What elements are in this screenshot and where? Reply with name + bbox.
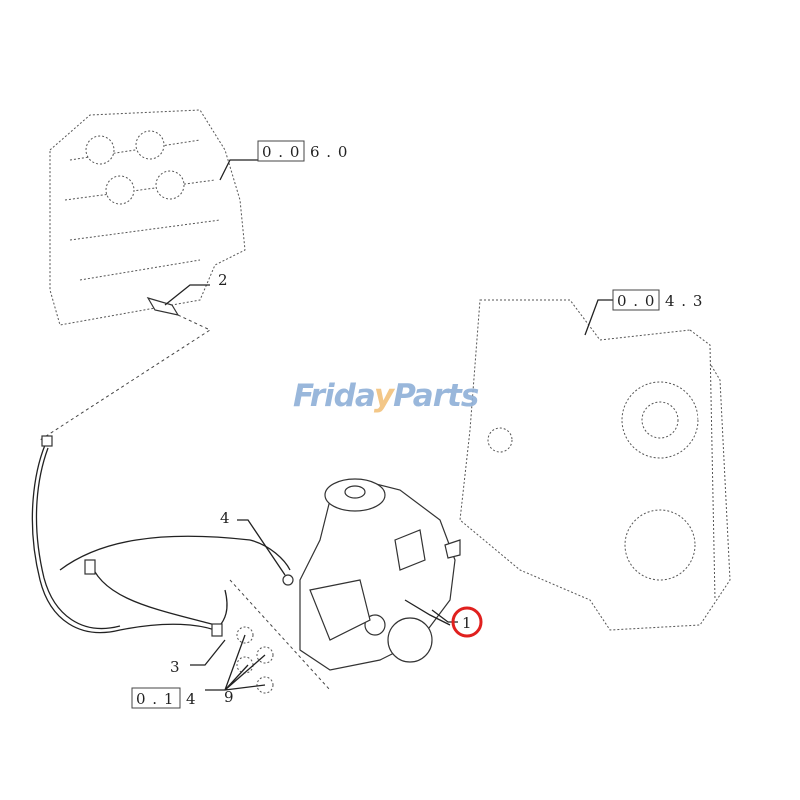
wiring-harness xyxy=(31,435,291,637)
callout-3: 3 xyxy=(170,658,180,676)
callout-2: 2 xyxy=(218,271,228,289)
leader-lines xyxy=(190,159,613,691)
highlight-circle xyxy=(451,606,483,638)
reference-box-label: 0 . 1 xyxy=(136,690,174,708)
injection-pump-part-1 xyxy=(299,478,461,671)
reference-suffix: 4 xyxy=(186,690,196,708)
reference-box-label: 0 . 0 xyxy=(617,292,655,310)
reference-box-006 xyxy=(257,140,305,162)
cylinder-head-outline xyxy=(49,109,246,326)
reference-box-043 xyxy=(612,289,660,311)
reference-suffix: 6 . 0 xyxy=(310,143,348,161)
sensor-part-2 xyxy=(39,284,212,441)
callout-1: 1 xyxy=(462,614,472,632)
reference-box-label: 0 . 0 xyxy=(262,143,300,161)
reference-suffix: 4 . 3 xyxy=(665,292,703,310)
timing-housing-outline xyxy=(459,299,731,631)
callout-4: 4 xyxy=(220,509,230,527)
reference-box-014 xyxy=(131,687,181,709)
callout-9: 9 xyxy=(224,688,234,706)
watermark-logo: FridayParts xyxy=(293,378,479,414)
